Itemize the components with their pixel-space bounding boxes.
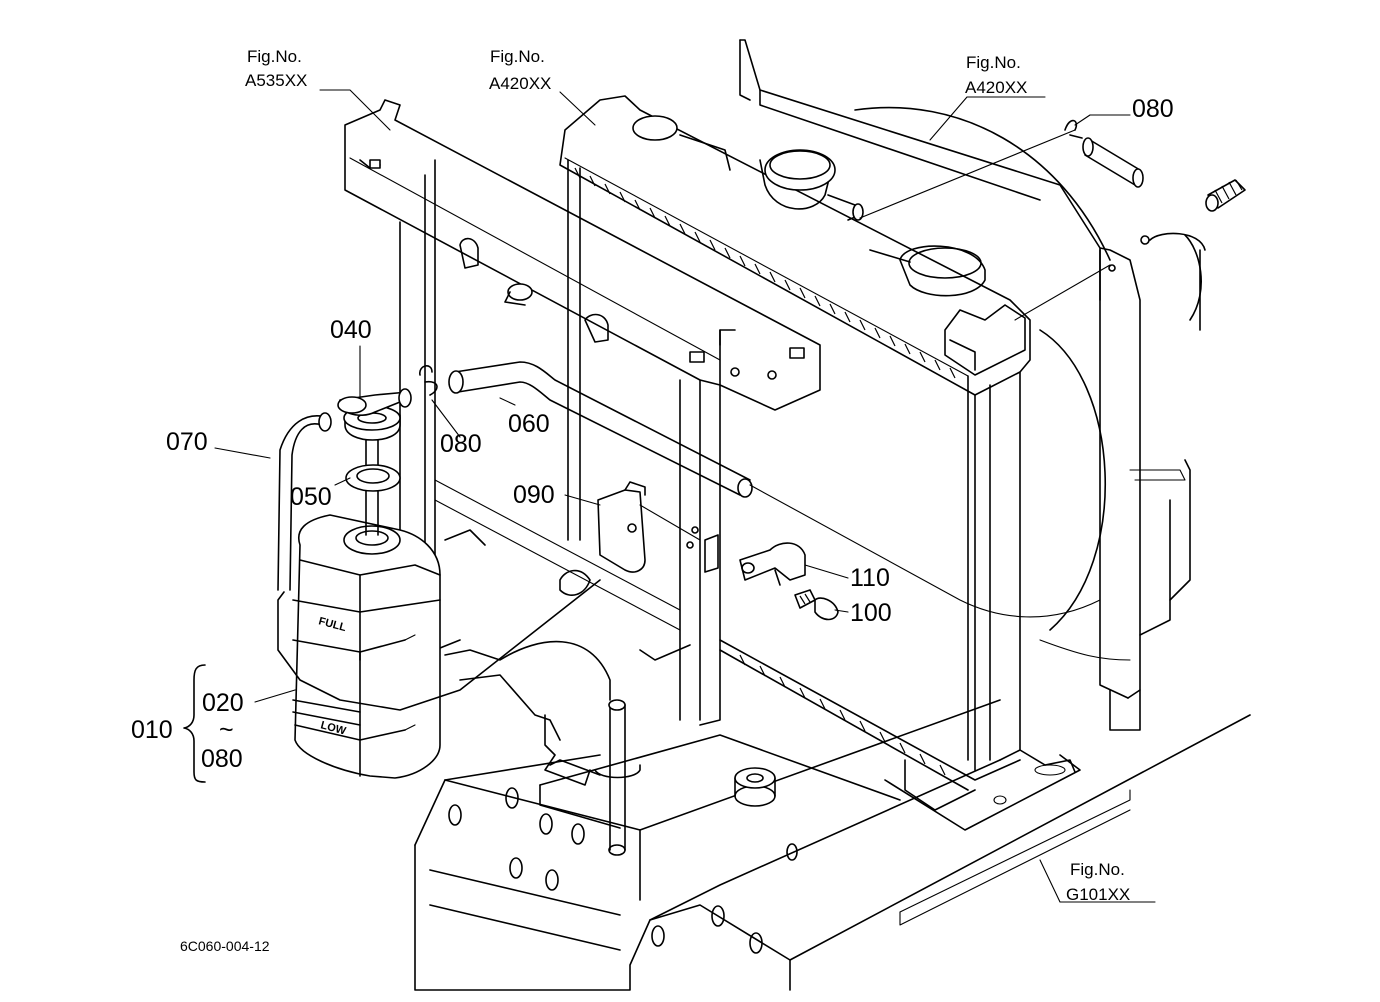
leader-lines (214, 89, 1156, 903)
part-label-050: 050 (290, 483, 332, 511)
svg-text:G101XX: G101XX (1066, 885, 1130, 904)
hoses (277, 119, 1246, 856)
reserve-tank: FULL LOW (292, 388, 441, 779)
part-label-070: 070 (166, 428, 208, 456)
fan-shroud (739, 39, 1206, 731)
part-label-040: 040 (330, 316, 372, 344)
part-label-010: 010 (131, 716, 173, 744)
fig-ref-a535: Fig.No. A535XX (245, 47, 307, 90)
part-label-range: ~ (219, 716, 234, 744)
svg-text:A535XX: A535XX (245, 71, 307, 90)
group-brace-010 (183, 664, 206, 783)
chassis-frame (414, 699, 1251, 991)
fig-ref-g101: Fig.No. G101XX (1066, 860, 1130, 904)
svg-text:Fig.No.: Fig.No. (490, 47, 545, 66)
splash-guard (444, 640, 691, 786)
part-label-110: 110 (850, 564, 890, 592)
bracket-parts (597, 481, 839, 621)
svg-text:A420XX: A420XX (965, 78, 1027, 97)
part-label-100: 100 (850, 599, 892, 627)
part-label-080-top: 080 (1132, 95, 1174, 123)
part-label-080-group: 080 (201, 745, 243, 773)
fig-ref-a420-right: Fig.No. A420XX (965, 53, 1027, 97)
radiator (559, 95, 1081, 831)
fig-ref-a420-left: Fig.No. A420XX (489, 47, 551, 93)
part-label-020: 020 (202, 689, 244, 717)
support-beam (344, 99, 821, 726)
svg-text:A420XX: A420XX (489, 74, 551, 93)
svg-text:Fig.No.: Fig.No. (1070, 860, 1125, 879)
part-label-060: 060 (508, 410, 550, 438)
svg-text:Fig.No.: Fig.No. (247, 47, 302, 66)
svg-text:Fig.No.: Fig.No. (966, 53, 1021, 72)
part-label-090: 090 (513, 481, 555, 509)
part-label-080-clip: 080 (440, 430, 482, 458)
drawing-code: 6C060-004-12 (180, 938, 270, 954)
